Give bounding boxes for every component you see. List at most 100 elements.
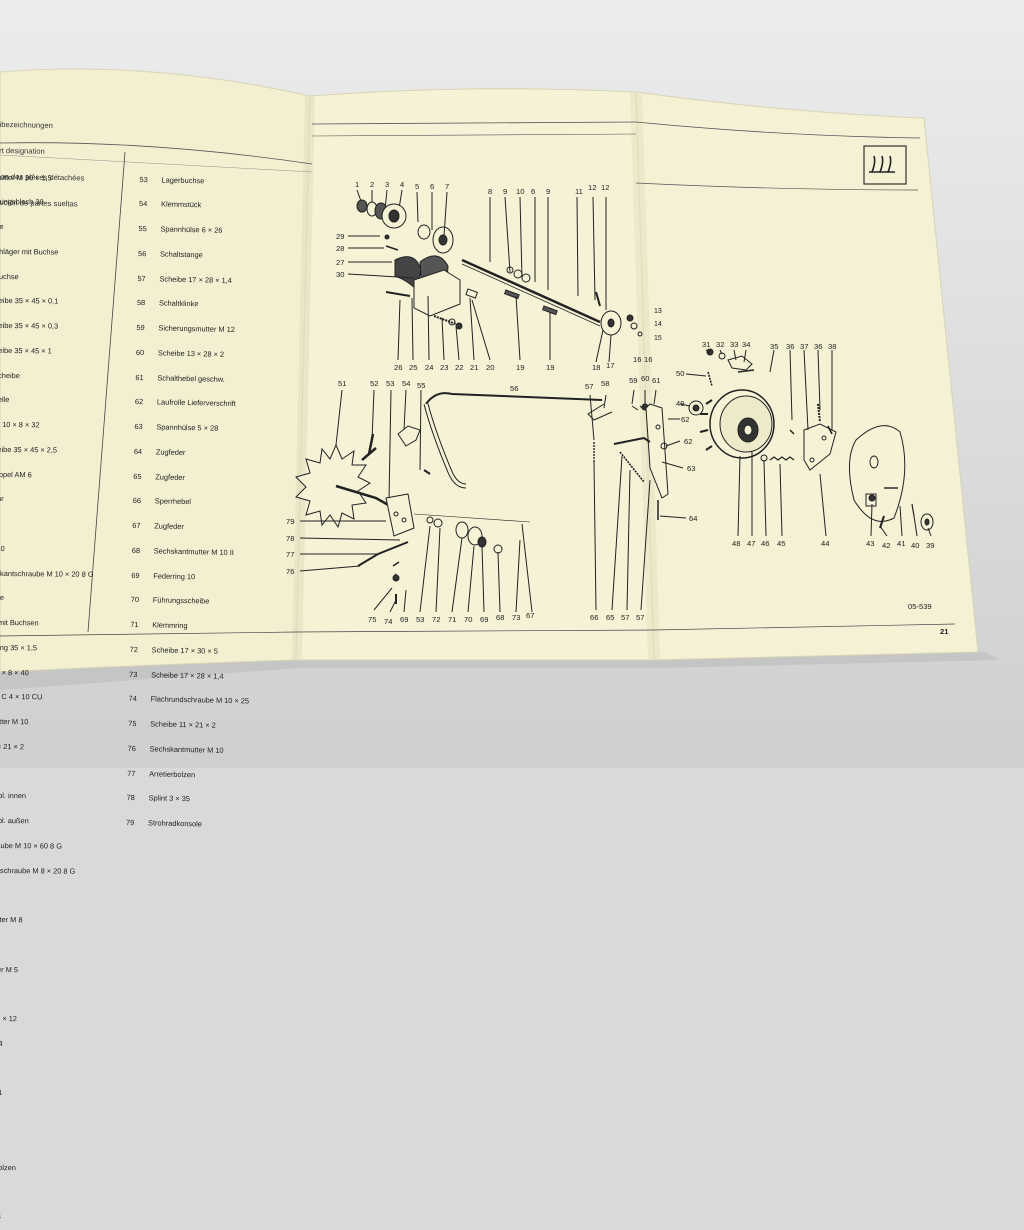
list-item [0,1188,88,1197]
callout: 40 [911,541,919,550]
callout-numbers: 1 2 3 4 5 6 7 8 9 10 6 9 11 12 12 29 28 … [286,180,949,636]
list-item: kpl. innen [0,791,27,801]
list-item [0,990,90,999]
part-name: Spannhülse 5 × 28 [156,422,219,433]
callout: 56 [510,384,518,393]
callout: 8 [488,187,492,196]
list-item: ntschraube M 8 × 20 8 G [0,865,76,876]
callout: 39 [926,541,934,550]
callout: 48 [732,539,740,548]
callout: 62 [681,415,689,424]
list-item: e C 4 × 10 CU [1,692,43,702]
list-item: elle [0,395,10,405]
part-number: 79 [126,817,135,828]
list-item: g [0,941,90,950]
list-item [0,1114,89,1123]
list-item: eibe 35 × 45 × 1 [0,345,52,356]
header-line: ibezeichnungen [0,120,53,131]
list-item: raube M 10 × 60 8 G [0,840,63,851]
part-number: 77 [127,768,136,778]
part-number: 72 [129,644,139,654]
callout: 66 [590,613,598,622]
callout: 41 [897,539,905,548]
list-item: e [0,221,4,232]
callout: 69 [400,615,408,624]
callout: 6 [531,187,535,196]
callout: 5 [415,182,419,191]
part-name: Führungsscheibe [152,595,210,606]
callout: 50 [676,369,684,378]
callout: 18 [592,363,600,372]
callout: 57 [636,613,644,622]
callout: 59 [629,376,637,385]
part-number: 68 [131,545,141,555]
callout: 19 [516,363,524,372]
callout: 78 [286,534,294,543]
part-name: Klemmstück [160,199,202,210]
part-name: Scheibe 17 × 30 × 5 [151,645,218,656]
part-number: 58 [136,298,146,308]
list-item: 1,4 [0,1212,88,1222]
part-number: 65 [133,471,142,481]
callout: 11 [575,187,583,196]
list-item: ungsblech 30 [0,197,44,207]
table-row: 79 Strohradkonsole [126,817,247,830]
callout: 24 [425,363,433,372]
callout: 13 [654,308,662,315]
list-item: 8 [0,1139,89,1148]
list-item: r 10 × 8 × 32 [0,419,40,430]
list-item: 0 × 8 × 40 [1,667,29,677]
part-name: Splint 3 × 35 [148,793,191,804]
callout: 36 [786,342,794,351]
callout: 45 [777,539,785,548]
list-item: hr [0,494,4,504]
callout: 46 [761,539,769,548]
list-item: × 21 × 2 [0,741,25,751]
part-name: Schaltklinke [158,298,199,309]
part-number: 70 [130,595,140,605]
list-item: l 5 × 12 [0,1014,17,1024]
callout: 63 [687,464,695,473]
part-number: 53 [139,174,148,184]
callout: 75 [368,615,376,624]
list-item: utter M 8 [0,914,23,925]
part-number: 76 [127,743,136,753]
callout: 68 [496,613,504,622]
callout: 4 [400,180,404,189]
callout: 49 [676,399,684,408]
part-number: 69 [131,570,140,580]
callout: 7 [445,182,449,191]
callout: 55 [417,381,425,390]
list-item: utter M 30 × 1,5 [0,172,52,182]
callout: 53 [416,615,424,624]
list-item: eibe 35 × 45 × 0,1 [0,296,59,306]
part-name: Zugfeder [154,521,185,531]
part-number: 62 [134,397,144,407]
callout: 23 [440,363,448,372]
callout: 14 [654,321,662,328]
callout: 76 [286,567,294,576]
part-name: Arretierbolzen [149,768,196,779]
list-item [0,1064,89,1073]
callout: 51 [338,379,346,388]
callout: 17 [606,361,614,370]
callout: 35 [770,342,778,351]
part-number: 73 [129,669,138,679]
part-name: Strohradkonsole [148,818,203,829]
callout: 10 [516,187,524,196]
header-line: rt designation [0,145,45,156]
list-item: hläger mit Buchse [0,246,59,257]
